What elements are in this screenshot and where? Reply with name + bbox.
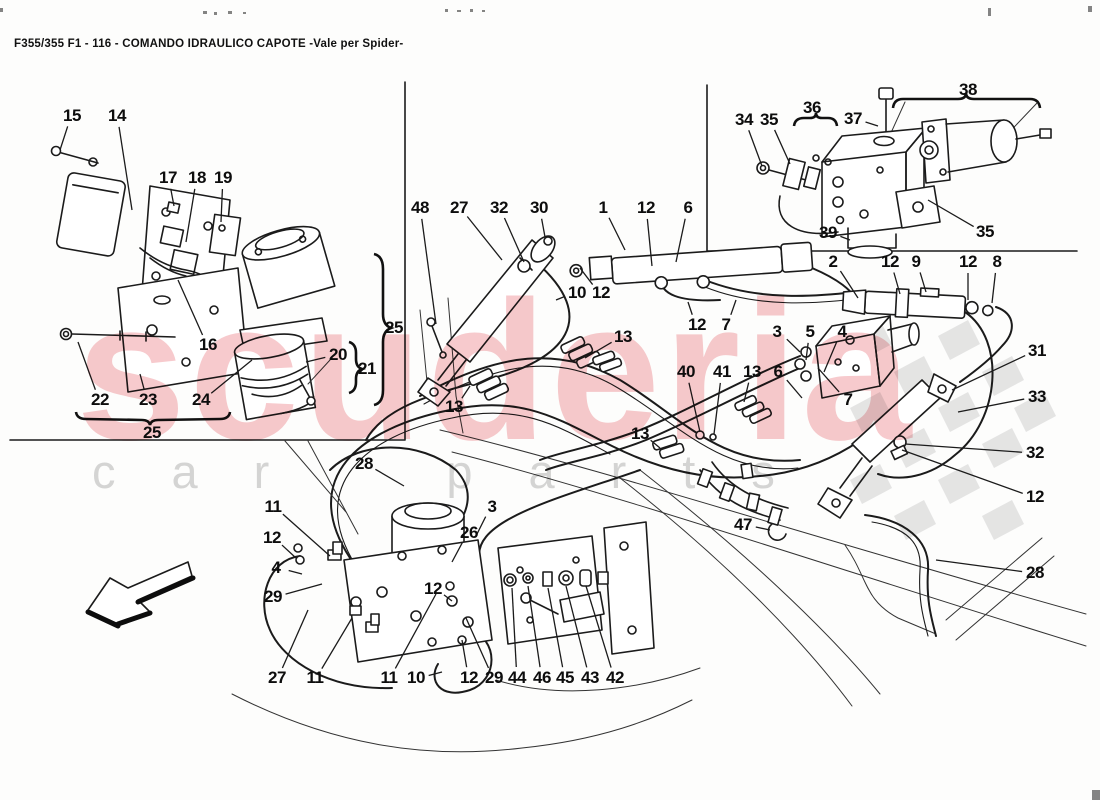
body-panel-lines bbox=[231, 297, 1087, 753]
scan-artifacts bbox=[0, 6, 1100, 800]
exploded-view-frame bbox=[9, 81, 406, 535]
drawing-title: F355/355 F1 - 116 - COMANDO IDRAULICO CA… bbox=[14, 38, 404, 50]
pump-motor bbox=[241, 225, 336, 309]
pump-assembly-installed bbox=[293, 502, 655, 663]
actuator-cylinder-top bbox=[569, 241, 814, 290]
wiring-harness bbox=[696, 461, 789, 541]
bracket-braces bbox=[74, 252, 395, 426]
direction-arrow bbox=[85, 561, 196, 629]
actuator-cylinder-left bbox=[417, 235, 556, 407]
pump-reservoir bbox=[233, 333, 317, 421]
hose-clamps bbox=[468, 336, 772, 459]
callout-leader-lines bbox=[59, 121, 1026, 677]
actuator-lower-right bbox=[817, 373, 957, 519]
actuator-cylinder-right bbox=[841, 287, 994, 319]
pump-assembly-exploded bbox=[50, 145, 336, 421]
circlip-47 bbox=[767, 523, 787, 541]
inset-valve-block-assembly bbox=[756, 87, 1052, 259]
valve-block bbox=[794, 315, 920, 399]
